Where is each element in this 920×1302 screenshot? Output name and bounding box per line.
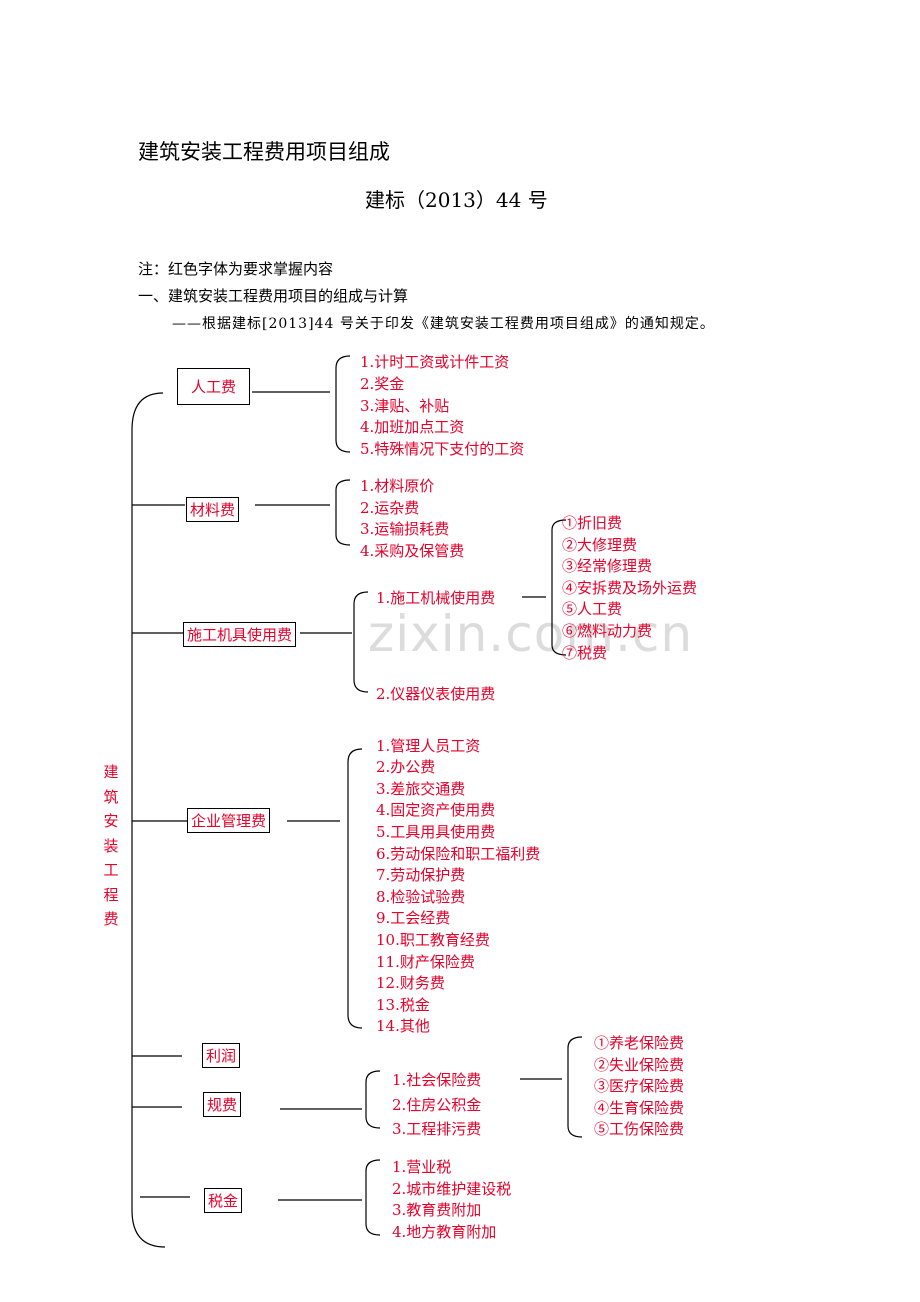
management-item: 4.固定资产使用费 bbox=[376, 801, 496, 819]
management-item: 12.财务费 bbox=[376, 974, 445, 992]
fees-sub-brace bbox=[567, 1036, 583, 1138]
management-item: 13.税金 bbox=[376, 996, 430, 1014]
section-heading: 一、建筑安装工程费用项目的组成与计算 bbox=[138, 287, 409, 305]
material-item: 4.采购及保管费 bbox=[360, 542, 465, 560]
fees-item: 3.工程排污费 bbox=[392, 1120, 482, 1138]
management-item: 11.财产保险费 bbox=[376, 953, 475, 971]
material-item: 3.运输损耗费 bbox=[360, 520, 450, 538]
root-brace bbox=[131, 392, 166, 1248]
material-item: 2.运杂费 bbox=[360, 499, 420, 517]
fees-brace bbox=[365, 1070, 381, 1129]
machinery-sub-item: ①折旧费 bbox=[562, 514, 623, 532]
machinery-item: 1.施工机械使用费 bbox=[376, 589, 496, 607]
labor-brace bbox=[335, 355, 351, 453]
tax-brace bbox=[365, 1159, 381, 1236]
root-label: 建筑安装工程费 bbox=[103, 763, 119, 928]
category-material: 材料费 bbox=[186, 497, 240, 522]
note-text: 注：红色字体为要求掌握内容 bbox=[138, 260, 334, 278]
category-machinery: 施工机具使用费 bbox=[183, 622, 297, 647]
labor-item: 2.奖金 bbox=[360, 375, 405, 393]
machinery-sub-item: ⑥燃料动力费 bbox=[562, 622, 653, 640]
machinery-sub-item: ④安拆费及场外运费 bbox=[562, 579, 698, 597]
management-item: 1.管理人员工资 bbox=[376, 737, 481, 755]
machinery-sub-item: ③经常修理费 bbox=[562, 557, 653, 575]
category-labor: 人工费 bbox=[177, 368, 251, 405]
category-fees: 规费 bbox=[203, 1092, 242, 1117]
management-item: 10.职工教育经费 bbox=[376, 931, 490, 949]
material-brace bbox=[335, 479, 351, 546]
management-item: 8.检验试验费 bbox=[376, 888, 466, 906]
fees-item: 2.住房公积金 bbox=[392, 1096, 482, 1114]
fees-sub-item: ③医疗保险费 bbox=[594, 1077, 685, 1095]
category-profit: 利润 bbox=[202, 1043, 241, 1068]
document-title: 建筑安装工程费用项目组成 bbox=[138, 140, 390, 164]
tax-item: 4.地方教育附加 bbox=[392, 1223, 497, 1241]
tax-item: 1.营业税 bbox=[392, 1158, 452, 1176]
tax-item: 3.教育费附加 bbox=[392, 1201, 482, 1219]
management-brace bbox=[347, 748, 363, 1029]
labor-item: 4.加班加点工资 bbox=[360, 418, 465, 436]
machinery-sub-item: ⑤人工费 bbox=[562, 600, 623, 618]
fees-sub-item: ①养老保险费 bbox=[594, 1034, 685, 1052]
fees-sub-item: ②失业保险费 bbox=[594, 1056, 685, 1074]
machinery-item: 2.仪器仪表使用费 bbox=[376, 685, 496, 703]
watermark: zixin.com.cn bbox=[368, 605, 694, 663]
management-item: 14.其他 bbox=[376, 1017, 430, 1035]
machinery-brace bbox=[353, 591, 369, 693]
reference-text: ——根据建标[2013]44 号关于印发《建筑安装工程费用项目组成》的通知规定。 bbox=[172, 316, 715, 332]
fees-sub-item: ⑤工伤保险费 bbox=[594, 1120, 685, 1138]
category-management: 企业管理费 bbox=[187, 808, 271, 833]
tax-item: 2.城市维护建设税 bbox=[392, 1180, 512, 1198]
machinery-sub-item: ⑦税费 bbox=[562, 644, 608, 662]
fees-sub-item: ④生育保险费 bbox=[594, 1099, 685, 1117]
machinery-sub-brace bbox=[551, 519, 567, 656]
management-item: 6.劳动保险和职工福利费 bbox=[376, 845, 541, 863]
category-tax: 税金 bbox=[204, 1188, 243, 1213]
labor-item: 1.计时工资或计件工资 bbox=[360, 353, 510, 371]
management-item: 7.劳动保护费 bbox=[376, 866, 466, 884]
management-item: 3.差旅交通费 bbox=[376, 780, 466, 798]
management-item: 9.工会经费 bbox=[376, 909, 451, 927]
labor-item: 3.津贴、补贴 bbox=[360, 397, 450, 415]
fees-item: 1.社会保险费 bbox=[392, 1071, 482, 1089]
machinery-sub-item: ②大修理费 bbox=[562, 536, 638, 554]
document-subtitle: 建标（2013）44 号 bbox=[365, 188, 548, 212]
material-item: 1.材料原价 bbox=[360, 477, 435, 495]
management-item: 5.工具用具使用费 bbox=[376, 823, 496, 841]
management-item: 2.办公费 bbox=[376, 758, 436, 776]
labor-item: 5.特殊情况下支付的工资 bbox=[360, 440, 525, 458]
